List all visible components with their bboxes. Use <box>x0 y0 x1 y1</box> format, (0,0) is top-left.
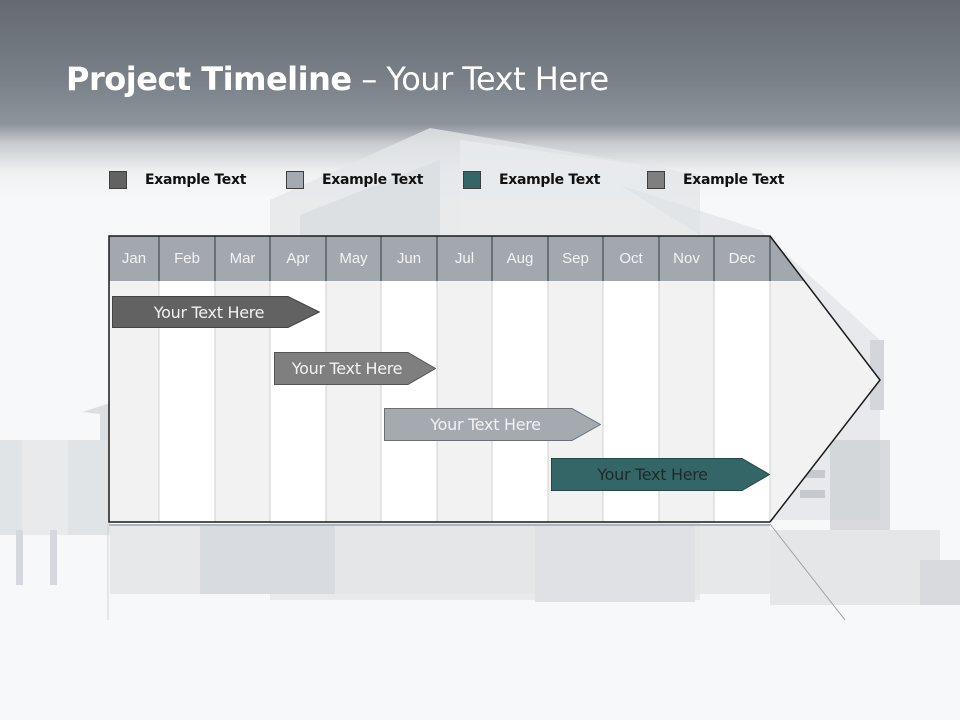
month-header-oct: Oct <box>619 250 643 267</box>
month-header-aug: Aug <box>506 250 534 267</box>
month-header-jun: Jun <box>396 250 422 267</box>
legend-item-2: Example Text <box>286 170 423 190</box>
month-header-sep: Sep <box>562 250 589 267</box>
slide-title: Project Timeline – Your Text Here <box>66 60 609 98</box>
legend-swatch-icon <box>463 171 481 189</box>
legend-label: Example Text <box>499 172 601 188</box>
month-header-may: May <box>339 250 368 267</box>
task-bar-label: Your Text Here <box>291 358 403 378</box>
month-header-nov: Nov <box>673 250 700 267</box>
task-bar-label: Your Text Here <box>597 464 708 484</box>
arrow-shape-icon <box>112 296 320 328</box>
task-bar-label: Your Text Here <box>153 302 265 322</box>
month-header-mar: Mar <box>229 250 256 267</box>
task-bar-2[interactable]: Your Text Here <box>274 352 436 385</box>
legend-swatch-icon <box>647 171 665 189</box>
arrow-shape-icon <box>384 408 601 441</box>
legend-item-3: Example Text <box>463 170 600 190</box>
legend-label: Example Text <box>683 172 785 188</box>
legend-label: Example Text <box>322 172 424 188</box>
month-header-feb: Feb <box>174 250 200 267</box>
task-bar-4[interactable]: Your Text Here <box>551 458 770 491</box>
legend-label: Example Text <box>145 172 247 188</box>
task-bar-1[interactable]: Your Text Here <box>112 296 320 328</box>
title-bold: Project Timeline <box>66 60 352 98</box>
month-header-jan: Jan <box>121 250 147 267</box>
arrow-shape-icon <box>551 458 770 491</box>
month-header-dec: Dec <box>728 250 756 267</box>
arrow-shape-icon <box>274 352 436 385</box>
legend-item-4: Example Text <box>647 170 784 190</box>
task-bar-3[interactable]: Your Text Here <box>384 408 601 441</box>
month-header-apr: Apr <box>286 250 310 267</box>
month-header-jul: Jul <box>454 250 475 267</box>
title-subtitle: – Your Text Here <box>351 60 609 98</box>
task-bar-label: Your Text Here <box>430 414 541 434</box>
legend-swatch-icon <box>109 171 127 189</box>
legend-swatch-icon <box>286 171 304 189</box>
legend-item-1: Example Text <box>109 170 246 190</box>
